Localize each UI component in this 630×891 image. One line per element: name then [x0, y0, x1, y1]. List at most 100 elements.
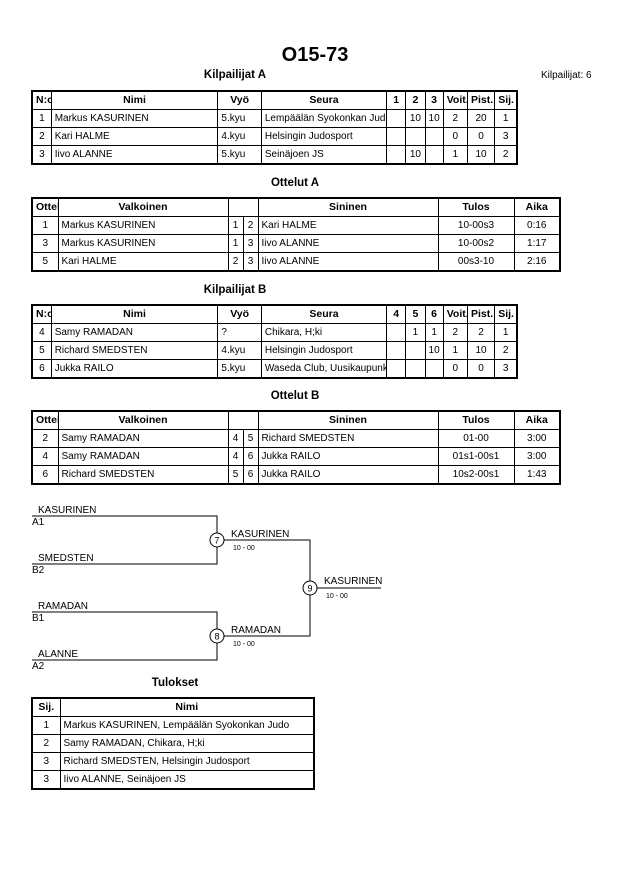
blue-competitor: Richard SMEDSTEN: [257, 429, 439, 448]
column-header: [227, 410, 259, 430]
match8-number: 8: [214, 632, 219, 642]
white-competitor: Samy RAMADAN: [57, 429, 229, 448]
blue-competitor: Iivo ALANNE: [257, 234, 439, 253]
points: 0: [466, 127, 496, 146]
matches-header-row: OtteluValkoinenSininenTulosAika: [31, 410, 561, 430]
pool-header-row: N:oNimiVyöSeura123Voit.Pist.Sij.: [31, 90, 518, 110]
wins: 0: [442, 359, 468, 379]
points: 2: [466, 323, 496, 342]
column-header: N:o: [31, 90, 52, 110]
semi1-bottom-name: SMEDSTEN: [38, 553, 94, 564]
score-1: [386, 359, 407, 379]
points: 0: [466, 359, 496, 379]
competitor-number: 6: [31, 359, 52, 379]
belt: ?: [217, 323, 262, 342]
time: 2:16: [513, 252, 561, 272]
white-competitor: Richard SMEDSTEN: [57, 465, 229, 485]
wins: 0: [442, 127, 468, 146]
score-2: 10: [405, 109, 426, 128]
column-header: Valkoinen: [57, 197, 229, 217]
blue-competitor: Jukka RAILO: [257, 447, 439, 466]
score-2: [405, 341, 426, 360]
column-header: Pist.: [466, 90, 496, 110]
match9-number: 9: [307, 584, 312, 594]
match-number: 1: [31, 216, 59, 235]
score-1: [386, 145, 407, 165]
belt: 5.kyu: [217, 359, 262, 379]
competitor-number: 4: [31, 323, 52, 342]
club: Chikara, H;ki: [260, 323, 388, 342]
column-header: Seura: [260, 304, 388, 324]
result: 01s1-00s1: [437, 447, 515, 466]
score-2: [405, 127, 426, 146]
match-number: 5: [31, 252, 59, 272]
column-header: Aika: [513, 410, 561, 430]
score-3: [424, 127, 444, 146]
score-3: 10: [424, 341, 444, 360]
column-header: Vyö: [217, 90, 262, 110]
placement: 3: [494, 359, 518, 379]
time: 0:16: [513, 216, 561, 235]
white-number: 1: [227, 234, 244, 253]
wins: 1: [442, 145, 468, 165]
column-header: Vyö: [217, 304, 262, 324]
match-number: 4: [31, 447, 59, 466]
score-2: 10: [405, 145, 426, 165]
placement: 3: [31, 752, 61, 771]
competitor-name: Markus KASURINEN: [50, 109, 219, 128]
final-score: 10 - 00: [326, 593, 348, 600]
column-header: Nimi: [59, 697, 315, 717]
white-competitor: Samy RAMADAN: [57, 447, 229, 466]
pool-a-table: N:oNimiVyöSeura123Voit.Pist.Sij. 1 Markus…: [31, 90, 518, 165]
match9-circle: [302, 580, 318, 596]
placement: 2: [494, 145, 518, 165]
matches-a-table: OtteluValkoinenSininenTulosAika 1Markus …: [31, 197, 561, 272]
placement: 2: [31, 734, 61, 753]
score-2: 1: [405, 323, 426, 342]
result: 01-00: [437, 429, 515, 448]
score-3: 1: [424, 323, 444, 342]
column-header: N:o: [31, 304, 52, 324]
column-header: 3: [424, 90, 444, 110]
matches-header-row: OtteluValkoinenSininenTulosAika: [31, 197, 561, 217]
match-number: 6: [31, 465, 59, 485]
pool-b-heading: Kilpailijat B: [203, 284, 267, 296]
column-header: [227, 197, 259, 217]
belt: 4.kyu: [217, 127, 262, 146]
semi1-bottom-seed: B2: [32, 565, 45, 576]
final-bracket-line: [217, 539, 311, 637]
white-number: 2: [227, 252, 244, 272]
club: Seinäjoen JS: [260, 145, 388, 165]
white-competitor: Markus KASURINEN: [57, 234, 229, 253]
wins: 2: [442, 109, 468, 128]
club: Helsingin Judosport: [260, 341, 388, 360]
semi1-bracket-line: [32, 515, 218, 565]
column-header: Sininen: [257, 197, 439, 217]
semi1-top-seed: A1: [32, 517, 45, 528]
club: Helsingin Judosport: [260, 127, 388, 146]
column-header: 6: [424, 304, 444, 324]
belt: 5.kyu: [217, 145, 262, 165]
semi2-bracket-line: [32, 611, 218, 661]
result: 00s3-10: [437, 252, 515, 272]
column-header: Sininen: [257, 410, 439, 430]
column-header: Aika: [513, 197, 561, 217]
competitor-name: Samy RAMADAN, Chikara, H;ki: [59, 734, 315, 753]
placement: 1: [31, 716, 61, 735]
wins: 2: [442, 323, 468, 342]
time: 3:00: [513, 429, 561, 448]
belt: 4.kyu: [217, 341, 262, 360]
blue-number: 3: [242, 234, 259, 253]
results-header-row: Sij.Nimi: [31, 697, 315, 717]
score-1: [386, 109, 407, 128]
match7-number: 7: [214, 536, 219, 546]
